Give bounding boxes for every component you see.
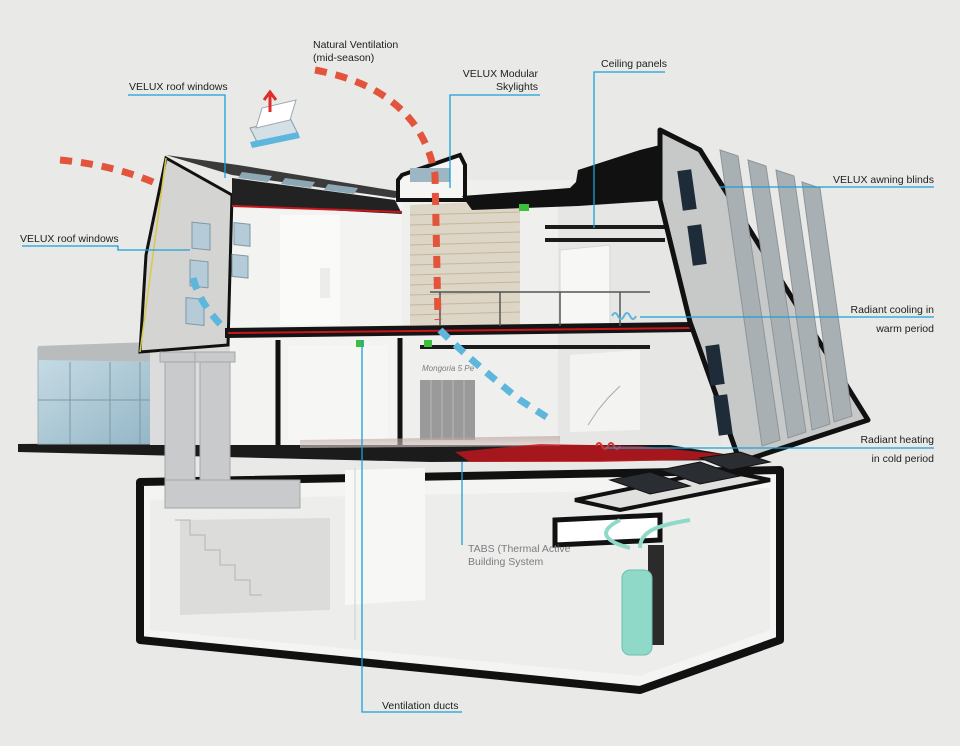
natural-ventilation-airflow	[59, 66, 550, 421]
radiant-cooling-coil-icon	[611, 312, 637, 320]
sensor-markers	[356, 204, 529, 347]
roof-window-opening-icon	[249, 89, 300, 148]
label-natural-ventilation: Natural Ventilation (mid-season)	[313, 39, 398, 65]
heat-storage-tank	[604, 518, 691, 656]
radiant-floor-pipes	[455, 444, 760, 462]
label-modular-skylights-line1: VELUX Modular	[462, 68, 538, 80]
first-floor-slab	[225, 322, 692, 338]
label-natural-ventilation-line2: (mid-season)	[313, 52, 375, 64]
label-velux-modular-skylights: VELUX Modular Skylights	[430, 68, 538, 94]
roof-windows	[238, 172, 358, 194]
label-ceiling-panels: Ceiling panels	[601, 58, 667, 70]
label-velux-awning-blinds: VELUX awning blinds	[833, 174, 934, 186]
label-radiant-cooling-line2: warm period	[876, 323, 934, 335]
label-radiant-heating-line2: in cold period	[871, 453, 934, 465]
basement-skylights	[608, 451, 772, 495]
label-velux-roof-windows-top: VELUX roof windows	[129, 81, 228, 93]
skylight-tower	[396, 152, 467, 202]
wood-slat-screen	[409, 211, 521, 316]
label-radiant-heating: Radiant heating in cold period	[800, 434, 934, 466]
facade-with-awning-blinds	[657, 127, 871, 465]
leader-lines	[22, 71, 934, 713]
label-ventilation-ducts: Ventilation ducts	[382, 700, 459, 712]
label-modular-skylights-line2: Skylights	[495, 81, 538, 93]
basement-stairs	[175, 519, 262, 596]
label-radiant-cooling-line1: Radiant cooling in	[850, 304, 934, 316]
label-natural-ventilation-line1: Natural Ventilation	[313, 39, 399, 51]
label-radiant-cooling: Radiant cooling in warm period	[800, 304, 934, 336]
label-tabs-line1: TABS (Thermal Active	[468, 543, 571, 555]
radiant-floor-glow	[300, 436, 560, 448]
wall-sign-text: Mongoria 5 Pe	[422, 364, 475, 373]
upper-roof-slab	[462, 145, 668, 210]
label-tabs: TABS (Thermal Active Building System	[468, 543, 571, 569]
label-radiant-heating-line1: Radiant heating	[860, 434, 934, 446]
ventilation-ducts	[159, 351, 301, 509]
awning-blind-columns	[719, 149, 853, 447]
label-tabs-line2: Building System	[468, 556, 544, 568]
facade-windows	[677, 169, 733, 436]
ceiling-panels	[420, 225, 665, 349]
label-velux-roof-windows-left: VELUX roof windows	[20, 233, 119, 245]
